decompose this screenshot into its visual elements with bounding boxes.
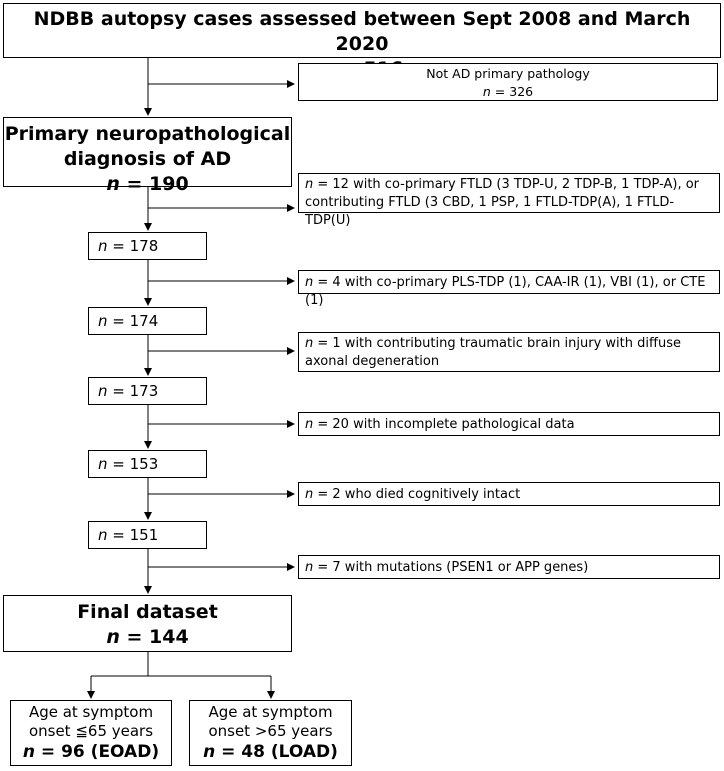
count-box-173: n = 173 <box>88 377 207 405</box>
count-box-174: n = 174 <box>88 307 207 335</box>
final-count: n = 144 <box>106 626 189 648</box>
exclusion-box-5: n = 2 who died cognitively intact <box>298 482 720 506</box>
primary-ad-box: Primary neuropathological diagnosis of A… <box>3 117 292 195</box>
exclusion-box-4: n = 20 with incomplete pathological data <box>298 412 720 436</box>
exclusion-box-1: n = 12 with co-primary FTLD (3 TDP-U, 2 … <box>298 173 720 228</box>
primary-line2: diagnosis of AD <box>63 148 232 170</box>
load-count: n = 48 (LOAD) <box>203 742 338 762</box>
top-box: NDBB autopsy cases assessed between Sept… <box>3 3 721 80</box>
exclusion-box-3: n = 1 with contributing traumatic brain … <box>298 332 720 372</box>
load-line1: Age at symptom <box>208 703 333 721</box>
eoad-box: Age at symptom onset ≦65 years n = 96 (E… <box>10 700 172 766</box>
exclusion-box-2: n = 4 with co-primary PLS-TDP (1), CAA-I… <box>298 270 720 308</box>
not-ad-count: n = 326 <box>482 84 534 99</box>
not-ad-label: Not AD primary pathology <box>426 66 590 81</box>
final-dataset-box: Final dataset n = 144 <box>3 595 292 652</box>
primary-line1: Primary neuropathological <box>4 123 291 145</box>
exclusion-text-5: n = 2 who died cognitively intact <box>305 487 521 502</box>
exclusion-text-3: n = 1 with contributing traumatic brain … <box>305 336 681 369</box>
exclusion-text-6: n = 7 with mutations (PSEN1 or APP genes… <box>305 560 589 575</box>
eoad-count: n = 96 (EOAD) <box>22 742 160 762</box>
count-box-151: n = 151 <box>88 521 207 549</box>
eoad-line1: Age at symptom <box>28 703 154 721</box>
count-box-153: n = 153 <box>88 450 207 478</box>
count-box-178: n = 178 <box>88 232 207 260</box>
eoad-line2: onset ≦65 years <box>28 722 154 740</box>
primary-count: n = 190 <box>106 173 189 195</box>
top-title: NDBB autopsy cases assessed between Sept… <box>33 8 691 55</box>
exclusion-text-1: n = 12 with co-primary FTLD (3 TDP-U, 2 … <box>305 177 700 228</box>
load-box: Age at symptom onset >65 years n = 48 (L… <box>189 700 352 766</box>
not-ad-box: Not AD primary pathology n = 326 <box>298 63 718 101</box>
load-line2: onset >65 years <box>208 722 333 740</box>
exclusion-box-6: n = 7 with mutations (PSEN1 or APP genes… <box>298 555 720 579</box>
final-title: Final dataset <box>77 601 218 623</box>
exclusion-text-2: n = 4 with co-primary PLS-TDP (1), CAA-I… <box>305 275 706 308</box>
exclusion-text-4: n = 20 with incomplete pathological data <box>305 417 575 432</box>
